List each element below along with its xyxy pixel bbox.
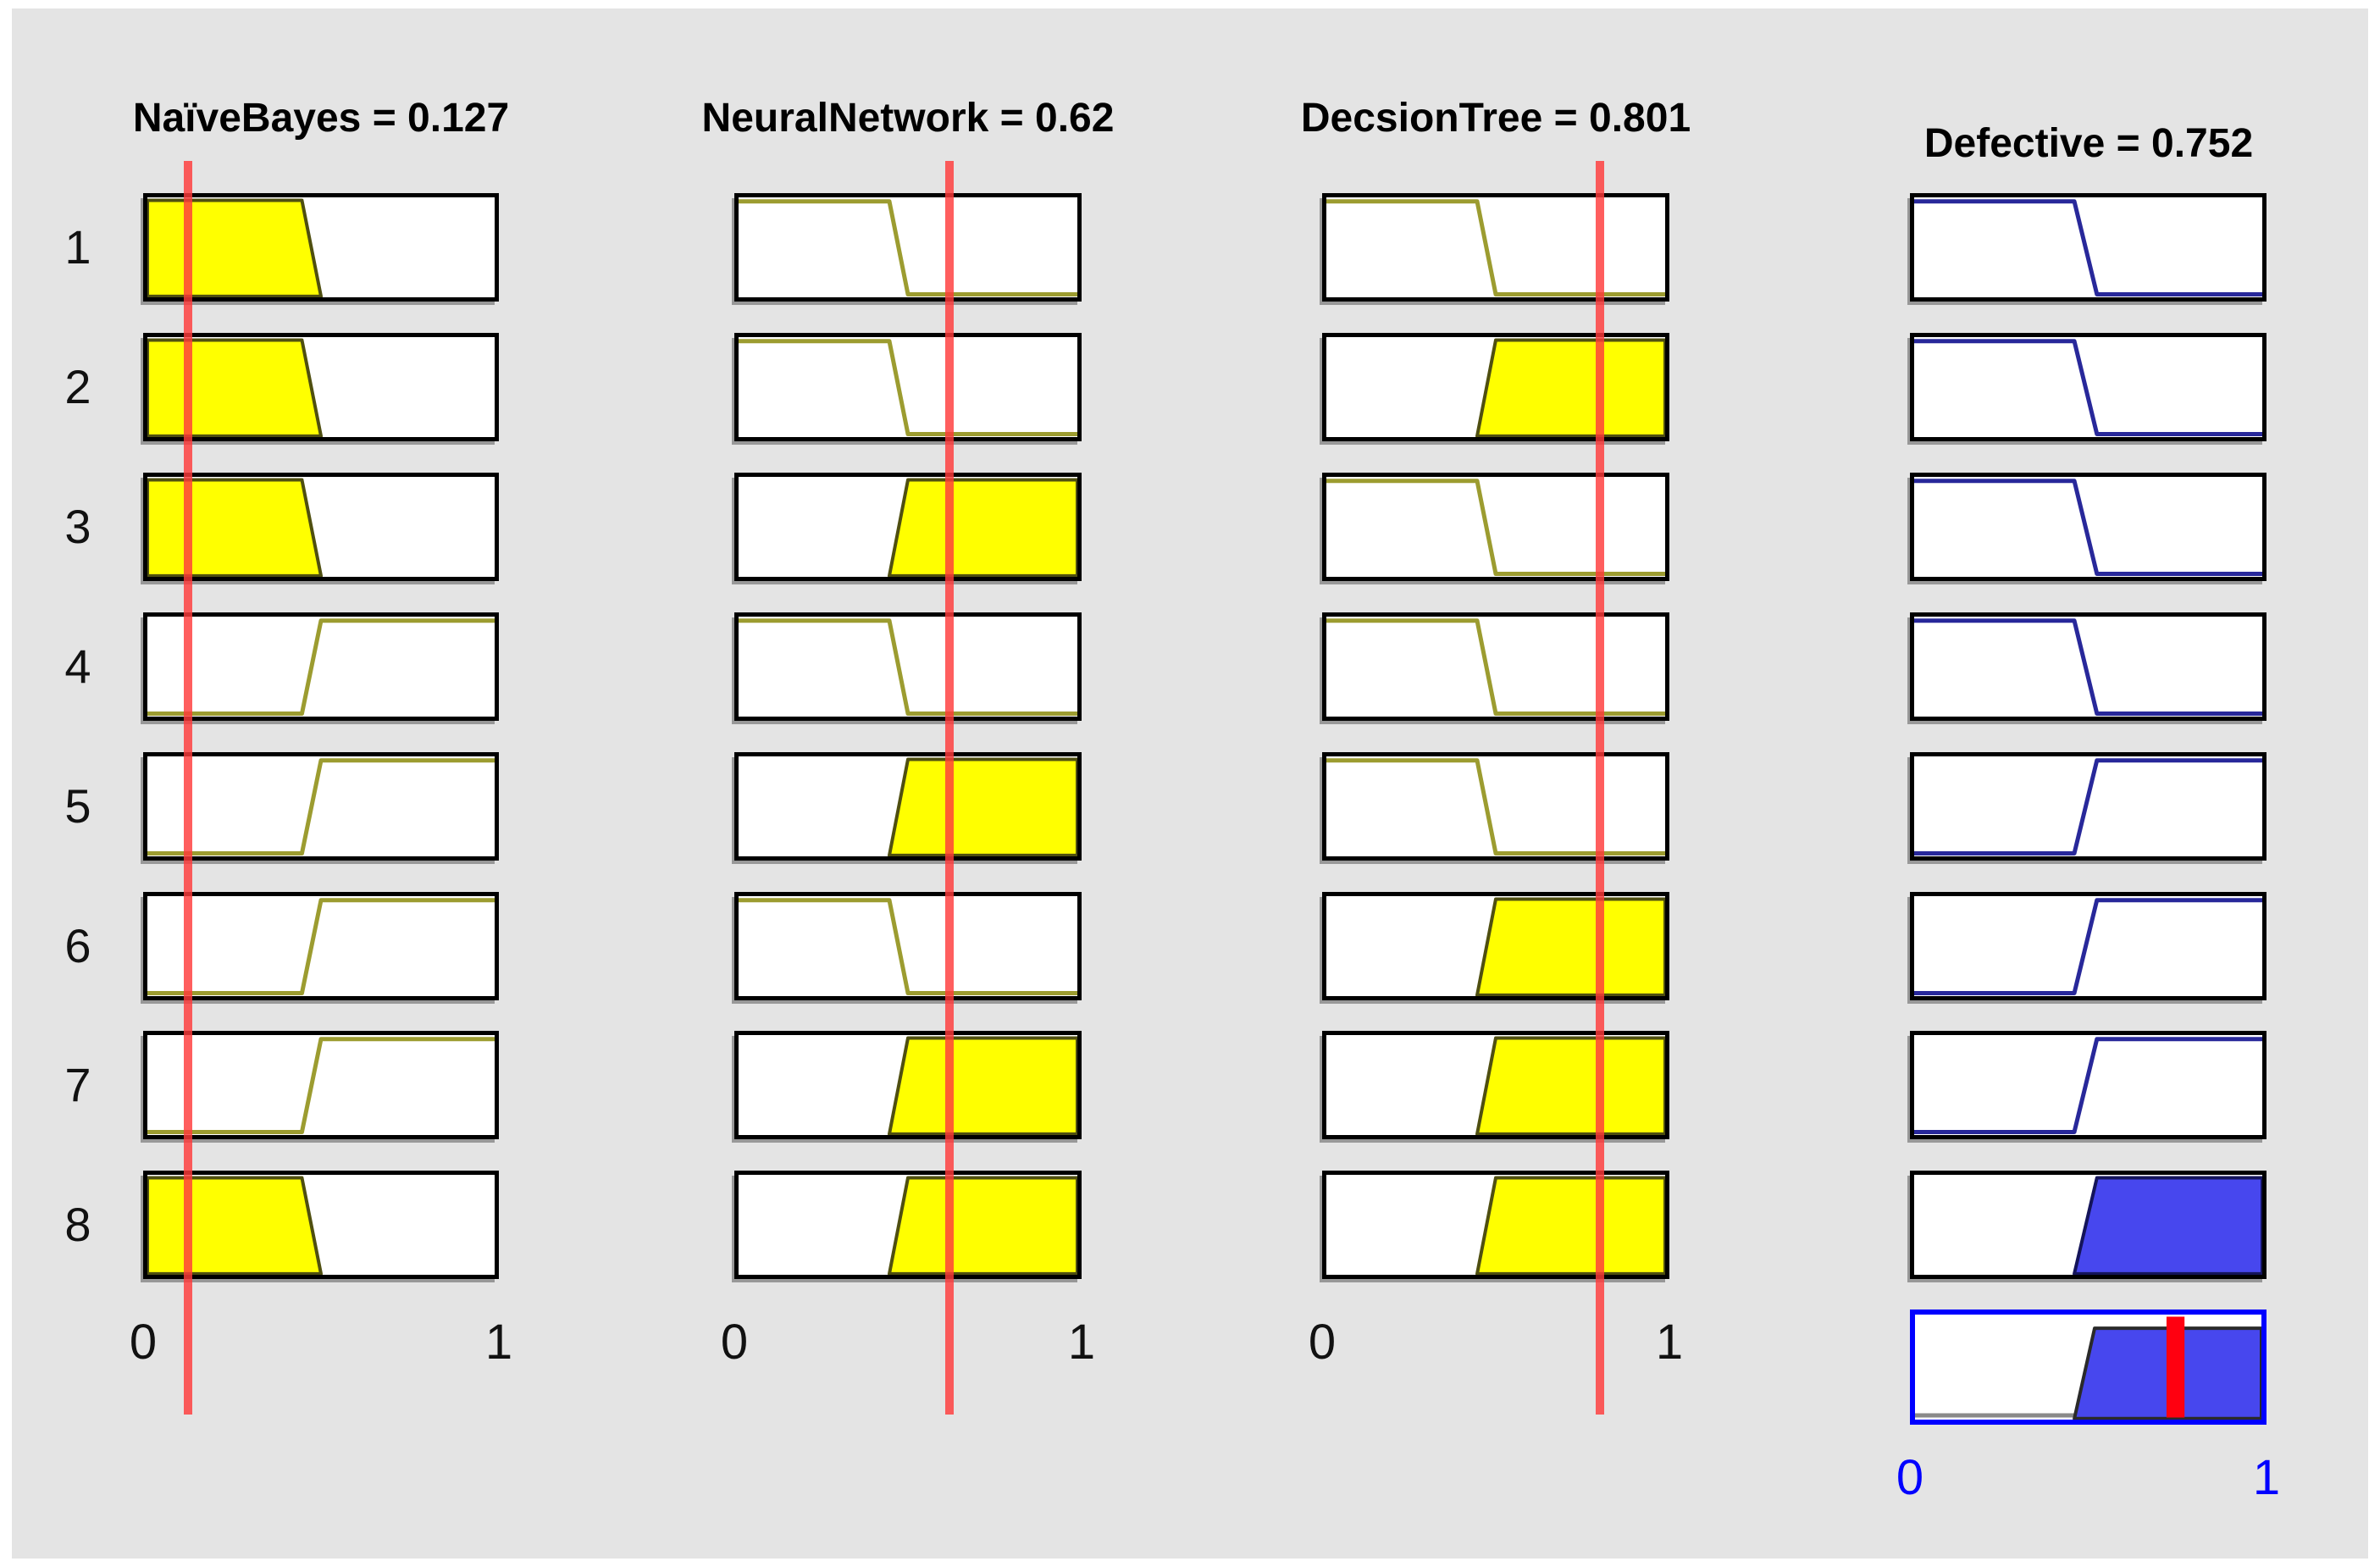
axis-label-NaïveBayes-min: 0 <box>129 1315 158 1370</box>
mf-plot-Defective-rule3 <box>1910 473 2267 581</box>
aggregate-output-plot <box>1910 1310 2267 1425</box>
rule-number-3: 3 <box>64 500 91 553</box>
mf-plot-NaïveBayes-rule8 <box>143 1171 499 1279</box>
mf-plot-NaïveBayes-rule5 <box>143 752 499 861</box>
axis-label-Defective-max: 1 <box>2252 1450 2281 1505</box>
axis-label-DecsionTree-min: 0 <box>1308 1315 1337 1370</box>
mf-plot-DecsionTree-rule1 <box>1322 193 1669 302</box>
mf-plot-Defective-rule5 <box>1910 752 2267 861</box>
mf-plot-Defective-rule8 <box>1910 1171 2267 1279</box>
output-value-line <box>2166 1316 2185 1418</box>
axis-label-NeuralNetwork-max: 1 <box>1067 1315 1096 1370</box>
mf-plot-NeuralNetwork-rule8 <box>734 1171 1082 1279</box>
mf-plot-NaïveBayes-rule2 <box>143 333 499 441</box>
rule-number-4: 4 <box>64 640 91 693</box>
mf-plot-Defective-rule6 <box>1910 892 2267 1000</box>
mf-plot-NeuralNetwork-rule1 <box>734 193 1082 302</box>
mf-plot-NaïveBayes-rule1 <box>143 193 499 302</box>
input-value-line-NeuralNetwork[interactable] <box>945 161 954 1415</box>
mf-plot-DecsionTree-rule3 <box>1322 473 1669 581</box>
mf-plot-NaïveBayes-rule7 <box>143 1031 499 1139</box>
mf-plot-NeuralNetwork-rule5 <box>734 752 1082 861</box>
output-title-defective: Defective = 0.752 <box>1923 121 2254 166</box>
mf-plot-NeuralNetwork-rule4 <box>734 612 1082 721</box>
mf-plot-NeuralNetwork-rule6 <box>734 892 1082 1000</box>
mf-plot-DecsionTree-rule6 <box>1322 892 1669 1000</box>
rule-number-6: 6 <box>64 919 91 972</box>
input-title-neuralnetwork: NeuralNetwork = 0.62 <box>701 96 1115 141</box>
axis-label-DecsionTree-max: 1 <box>1655 1315 1684 1370</box>
input-value-line-DecsionTree[interactable] <box>1596 161 1604 1415</box>
rule-number-2: 2 <box>64 360 91 413</box>
mf-plot-NaïveBayes-rule4 <box>143 612 499 721</box>
mf-plot-NeuralNetwork-rule2 <box>734 333 1082 441</box>
mf-plot-Defective-rule1 <box>1910 193 2267 302</box>
rule-number-8: 8 <box>64 1198 91 1251</box>
axis-label-NaïveBayes-max: 1 <box>484 1315 513 1370</box>
rule-number-1: 1 <box>64 220 91 274</box>
input-title-naivebayes: NaïveBayes = 0.127 <box>132 96 510 141</box>
axis-label-NeuralNetwork-min: 0 <box>720 1315 749 1370</box>
input-value-line-NaïveBayes[interactable] <box>184 161 192 1415</box>
mf-plot-DecsionTree-rule2 <box>1322 333 1669 441</box>
rule-viewer-panel: NaïveBayes = 0.127 NeuralNetwork = 0.62 … <box>12 8 2368 1559</box>
mf-plot-Defective-rule2 <box>1910 333 2267 441</box>
mf-plot-DecsionTree-rule4 <box>1322 612 1669 721</box>
mf-plot-NaïveBayes-rule3 <box>143 473 499 581</box>
mf-plot-NeuralNetwork-rule3 <box>734 473 1082 581</box>
mf-plot-DecsionTree-rule8 <box>1322 1171 1669 1279</box>
mf-plot-Defective-rule7 <box>1910 1031 2267 1139</box>
mf-plot-DecsionTree-rule7 <box>1322 1031 1669 1139</box>
input-title-decsiontree: DecsionTree = 0.801 <box>1300 96 1691 141</box>
mf-plot-DecsionTree-rule5 <box>1322 752 1669 861</box>
axis-label-Defective-min: 0 <box>1896 1450 1924 1505</box>
mf-plot-NaïveBayes-rule6 <box>143 892 499 1000</box>
rule-number-7: 7 <box>64 1058 91 1111</box>
mf-plot-NeuralNetwork-rule7 <box>734 1031 1082 1139</box>
mf-plot-Defective-rule4 <box>1910 612 2267 721</box>
rule-number-5: 5 <box>64 779 91 833</box>
